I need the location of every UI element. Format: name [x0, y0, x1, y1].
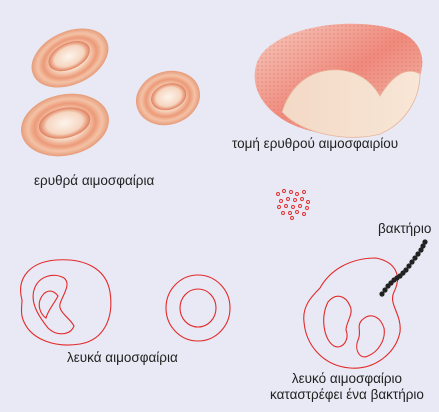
platelet	[283, 190, 286, 193]
platelet	[296, 193, 299, 196]
platelet	[294, 199, 297, 202]
red-cell-section-label: τομή ερυθρού αιμοσφαιρίου	[232, 136, 398, 152]
white-cells-label: λευκά αιμοσφαίρια	[67, 350, 178, 366]
platelet	[290, 191, 293, 194]
platelet	[287, 198, 290, 201]
platelets	[277, 190, 310, 220]
white-blood-cell-3	[304, 258, 400, 368]
platelet	[306, 207, 309, 210]
white-blood-cell-1	[21, 260, 111, 345]
platelet	[289, 212, 292, 215]
white-cell-destroys-label: λευκό αιμοσφαίριο καταστρέφει ένα βακτήρ…	[268, 371, 426, 403]
platelet	[278, 206, 281, 209]
platelet	[303, 191, 306, 194]
platelet	[303, 213, 306, 216]
platelet	[280, 200, 283, 203]
bacterium-label: βακτήριο	[378, 221, 431, 237]
red-blood-cell-3	[16, 87, 115, 164]
white-cell-destroys-line2: καταστρέφει ένα βακτήριο	[268, 387, 426, 403]
white-blood-cell-2	[166, 275, 230, 341]
platelet	[292, 206, 295, 209]
white-cell-destroys-line1: λευκό αιμοσφαίριο	[268, 371, 426, 387]
red-blood-cell-2	[130, 63, 207, 132]
red-blood-cell-1	[23, 18, 117, 99]
platelet	[301, 198, 304, 201]
platelet	[282, 212, 285, 215]
platelet	[291, 217, 294, 220]
bacterium-segment	[422, 239, 427, 244]
platelet	[307, 201, 310, 204]
platelet	[277, 193, 280, 196]
platelet	[299, 205, 302, 208]
bacterium	[379, 239, 427, 296]
platelet	[296, 211, 299, 214]
red-blood-cell-section	[255, 24, 423, 138]
platelet	[285, 205, 288, 208]
red-cells-label: ερυθρά αιμοσφαίρια	[34, 173, 154, 189]
